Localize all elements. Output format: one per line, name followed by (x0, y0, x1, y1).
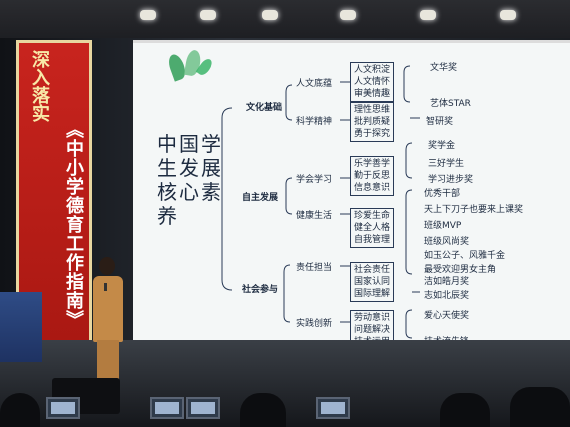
sub-label: 责任担当 (296, 263, 333, 273)
banner-title: 深入落实 (29, 50, 50, 122)
award-item: 优秀干部 (424, 189, 461, 199)
branch-label: 社会参与 (242, 285, 279, 295)
laptop (46, 397, 80, 419)
award-item: 三好学生 (428, 159, 465, 169)
award-item: 天上下刀子也要来上课奖 (424, 205, 524, 215)
competency-box: 人文积淀 人文情怀 审美情趣 (350, 62, 395, 102)
ceiling-light (500, 10, 516, 20)
speaker-head (99, 257, 115, 275)
ceiling-light (262, 10, 278, 20)
award-item: 如玉公子、风雅千金 (424, 251, 506, 261)
audience-head (440, 393, 490, 427)
sub-label: 健康生活 (296, 211, 333, 221)
mindmap-root: 中国学生发展核心素养 (157, 132, 223, 228)
sub-label: 学会学习 (296, 175, 333, 185)
ceiling-light (200, 10, 216, 20)
award-item: 智研奖 (426, 117, 454, 127)
ceiling-light (420, 10, 436, 20)
podium (0, 292, 42, 362)
banner-subtitle: 《中小学德育工作指南》 (63, 120, 84, 329)
microphone-icon (104, 283, 107, 291)
sub-label: 科学精神 (296, 117, 333, 127)
award-item: 志如北辰奖 (424, 291, 470, 301)
award-item: 洁如皓月奖 (424, 277, 470, 287)
branch-label: 自主发展 (242, 193, 279, 203)
speaker-legs (97, 340, 119, 380)
audience-head (510, 387, 570, 427)
competency-box: 乐学善学 勤于反思 信息意识 (350, 156, 395, 196)
laptop (150, 397, 184, 419)
laptop (186, 397, 220, 419)
competency-box: 珍爱生命 健全人格 自我管理 (350, 208, 395, 248)
ceiling-light (340, 10, 356, 20)
award-item: 爱心天使奖 (424, 311, 470, 321)
award-item: 学习进步奖 (428, 175, 474, 185)
speaker-body (93, 276, 123, 342)
competency-box: 社会责任 国家认同 国际理解 (350, 262, 395, 302)
sub-label: 实践创新 (296, 319, 333, 329)
ceiling-light (140, 10, 156, 20)
ceiling (0, 0, 570, 40)
award-item: 班级风尚奖 (424, 237, 470, 247)
award-item: 最受欢迎男女主角 (424, 265, 497, 275)
award-item: 班级MVP (424, 221, 462, 231)
audience-head (240, 393, 286, 427)
award-item: 奖学金 (428, 141, 456, 151)
award-item: 艺体STAR (430, 99, 471, 109)
competency-box: 理性思维 批判质疑 勇于探究 (350, 102, 395, 142)
laptop (316, 397, 350, 419)
award-item: 文华奖 (430, 63, 458, 73)
branch-label: 文化基础 (246, 103, 283, 113)
sub-label: 人文底蕴 (296, 79, 333, 89)
audience-head (0, 393, 40, 427)
